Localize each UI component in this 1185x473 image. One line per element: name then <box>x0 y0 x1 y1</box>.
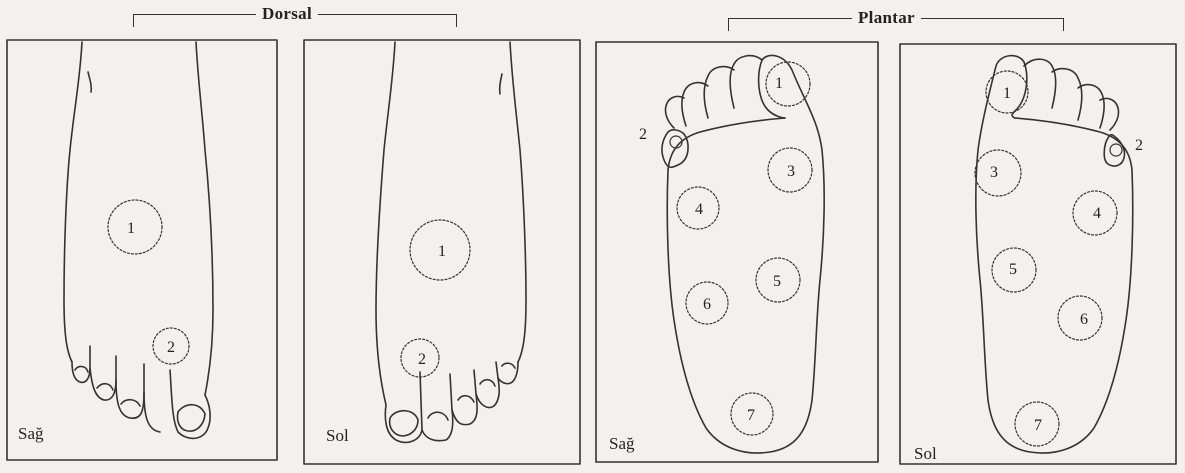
plantar-left-label-6: 6 <box>1080 311 1088 328</box>
dorsal-right-label-2: 2 <box>167 339 175 356</box>
dorsal-left-label-2: 2 <box>418 351 426 368</box>
plantar-right-foot-outline <box>662 55 824 453</box>
plantar-right-label-3: 3 <box>787 163 795 180</box>
plantar-left-foot-outline <box>976 56 1133 453</box>
plantar-left-label-5: 5 <box>1009 261 1017 278</box>
plantar-left-label-4: 4 <box>1093 205 1101 222</box>
plantar-right-label-2: 2 <box>639 126 647 143</box>
panel-frame-dorsal-right <box>7 40 277 460</box>
dorsal-left-label-1: 1 <box>438 243 446 260</box>
plantar-right-label-1: 1 <box>775 75 783 92</box>
plantar-right-label-5: 5 <box>773 273 781 290</box>
dorsal-right-label-1: 1 <box>127 220 135 237</box>
plantar-right-side-label: Sağ <box>609 434 635 454</box>
plantar-left-label-1: 1 <box>1003 85 1011 102</box>
plantar-right-label-7: 7 <box>747 407 755 424</box>
dorsal-left-side-label: Sol <box>326 426 349 446</box>
panel-frame-plantar-left <box>900 44 1176 464</box>
dorsal-left-foot-outline <box>376 42 526 442</box>
plantar-right-label-4: 4 <box>695 201 703 218</box>
plantar-left-label-2: 2 <box>1135 137 1143 154</box>
plantar-left-label-3: 3 <box>990 164 998 181</box>
plantar-left-point-3 <box>975 150 1021 196</box>
plantar-left-point-2-marker <box>1110 144 1122 156</box>
dorsal-right-point-1 <box>108 200 162 254</box>
plantar-right-label-6: 6 <box>703 296 711 313</box>
plantar-right-point-1 <box>766 62 810 106</box>
dorsal-right-foot-outline <box>64 42 213 438</box>
plantar-left-label-7: 7 <box>1034 417 1042 434</box>
dorsal-right-side-label: Sağ <box>18 424 44 444</box>
plantar-left-side-label: Sol <box>914 444 937 464</box>
